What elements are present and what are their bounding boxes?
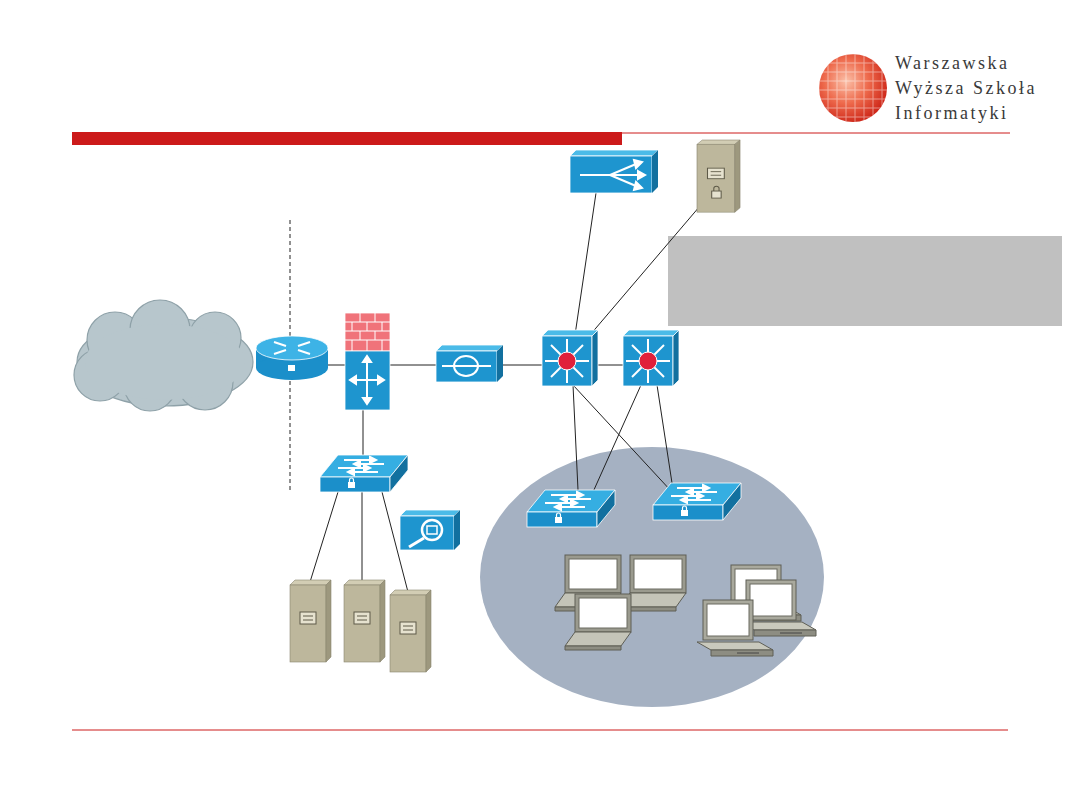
server [344, 580, 385, 662]
firewall [345, 313, 390, 410]
internet-cloud [74, 300, 253, 411]
wires [310, 193, 700, 592]
core-switch [623, 330, 679, 386]
dmz-switch [320, 455, 408, 492]
server [390, 590, 431, 672]
access-switch [527, 490, 615, 527]
header-rule [622, 133, 1010, 134]
header-bar [72, 132, 622, 145]
logo-text: Warszawska [895, 52, 1010, 74]
router [256, 336, 328, 380]
access-switch [653, 483, 741, 520]
lan-region [480, 447, 824, 707]
ids-sensor [400, 510, 460, 550]
load-balancer [570, 150, 658, 193]
footer-rule [72, 730, 1008, 731]
laptop [565, 594, 631, 650]
desktop [697, 600, 773, 656]
secure-server [697, 140, 740, 212]
core-switch [542, 330, 598, 386]
logo-text: Wyższa Szkoła [895, 77, 1037, 99]
note-panel [668, 236, 1062, 326]
vpn-device [436, 345, 503, 382]
logo-text: Informatyki [895, 102, 1008, 124]
logo-sphere [819, 54, 887, 122]
server [290, 580, 331, 662]
